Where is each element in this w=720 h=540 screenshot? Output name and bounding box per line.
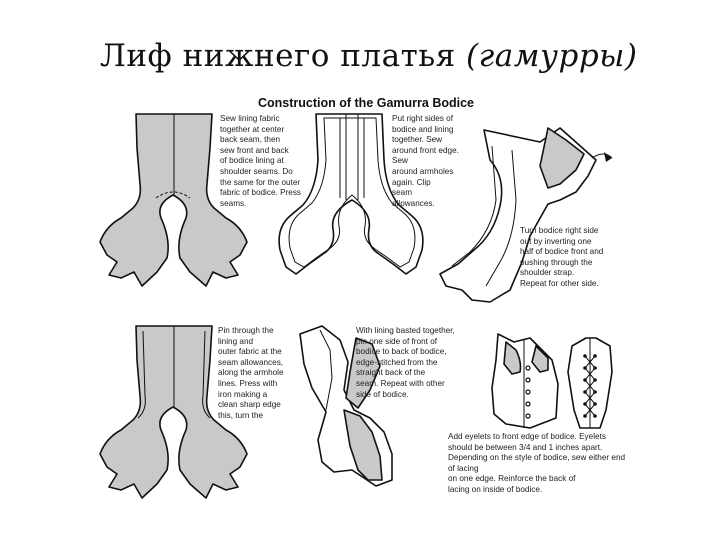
step6-finished-bodice-illustration	[491, 333, 613, 429]
step5-note: With lining basted together, pin one sid…	[356, 326, 455, 399]
step4-bodice-illustration	[99, 325, 248, 499]
slide-title-main: Лиф нижнего платья	[100, 38, 456, 74]
step3-bodice-illustration	[439, 127, 613, 303]
step1-note: Sew lining fabric together at center bac…	[220, 114, 302, 208]
slide-title: Лиф нижнего платья (гамурры)	[100, 38, 660, 74]
step3-note: Turn bodice right side out by inverting …	[520, 226, 604, 288]
slide-title-paren: (гамурры)	[466, 38, 638, 74]
step4-note: Pin through the lining and outer fabric …	[218, 326, 284, 420]
diagram-title: Construction of the Gamurra Bodice	[258, 96, 474, 110]
step2-bodice-illustration	[278, 113, 424, 275]
step1-bodice-illustration	[99, 113, 248, 287]
step2-note: Put right sides of bodice and lining tog…	[392, 114, 459, 208]
step5-bodice-illustration	[299, 325, 393, 487]
step6-note: Add eyelets to front edge of bodice. Eye…	[448, 432, 626, 494]
